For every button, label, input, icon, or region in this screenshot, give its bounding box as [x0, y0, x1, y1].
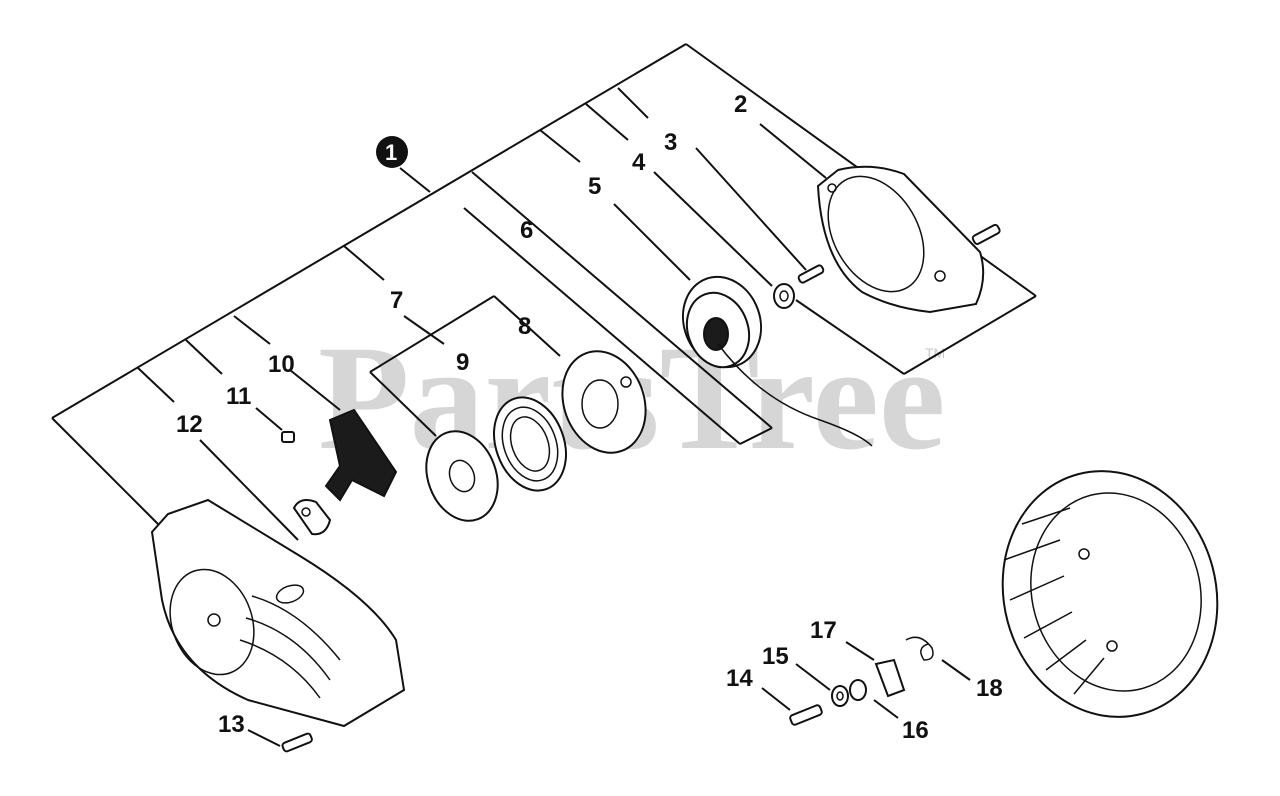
callout-4: 4	[632, 149, 646, 176]
callout-6: 6	[520, 217, 533, 244]
callout-5: 5	[588, 173, 601, 200]
callout-2: 2	[734, 91, 747, 118]
pawl	[874, 658, 906, 698]
callout-14: 14	[726, 665, 753, 692]
starter-housing	[150, 498, 406, 728]
plate-screw	[797, 223, 1001, 284]
starter-rope	[717, 343, 873, 447]
watermark-trademark: TM	[925, 345, 945, 361]
callout-8: 8	[518, 313, 531, 340]
pawl-spring	[905, 636, 934, 661]
callout-17: 17	[810, 617, 837, 644]
callout-16: 16	[902, 717, 929, 744]
bracket-washer	[425, 430, 499, 522]
starter-handle	[324, 408, 398, 502]
assembly-badge-number: 1	[385, 140, 397, 165]
callout-labels: 1 2 3 4 5 6 7 8 9 10 11 12 13 14 15 16 1…	[176, 91, 1003, 744]
callout-18: 18	[976, 675, 1003, 702]
callout-12: 12	[176, 411, 203, 438]
callout-13: 13	[218, 711, 245, 738]
cover-plate	[816, 165, 985, 314]
callout-3: 3	[664, 129, 677, 156]
callout-7: 7	[390, 287, 403, 314]
rope-pulley	[681, 275, 763, 369]
pawl-carrier	[561, 350, 647, 454]
rope-guide	[292, 499, 332, 536]
leader-lines	[137, 87, 971, 747]
collar	[849, 679, 867, 701]
assembly-badge	[376, 136, 408, 168]
callout-9: 9	[456, 349, 469, 376]
callout-15: 15	[762, 643, 789, 670]
washer	[773, 283, 795, 309]
pawl-bolt	[789, 704, 823, 726]
callout-11: 11	[226, 383, 251, 410]
screw	[281, 431, 295, 443]
recoil-spring	[493, 396, 567, 492]
housing-screw	[281, 732, 313, 753]
callout-10: 10	[268, 351, 295, 378]
flywheel	[1001, 470, 1219, 718]
small-washer	[831, 685, 849, 707]
